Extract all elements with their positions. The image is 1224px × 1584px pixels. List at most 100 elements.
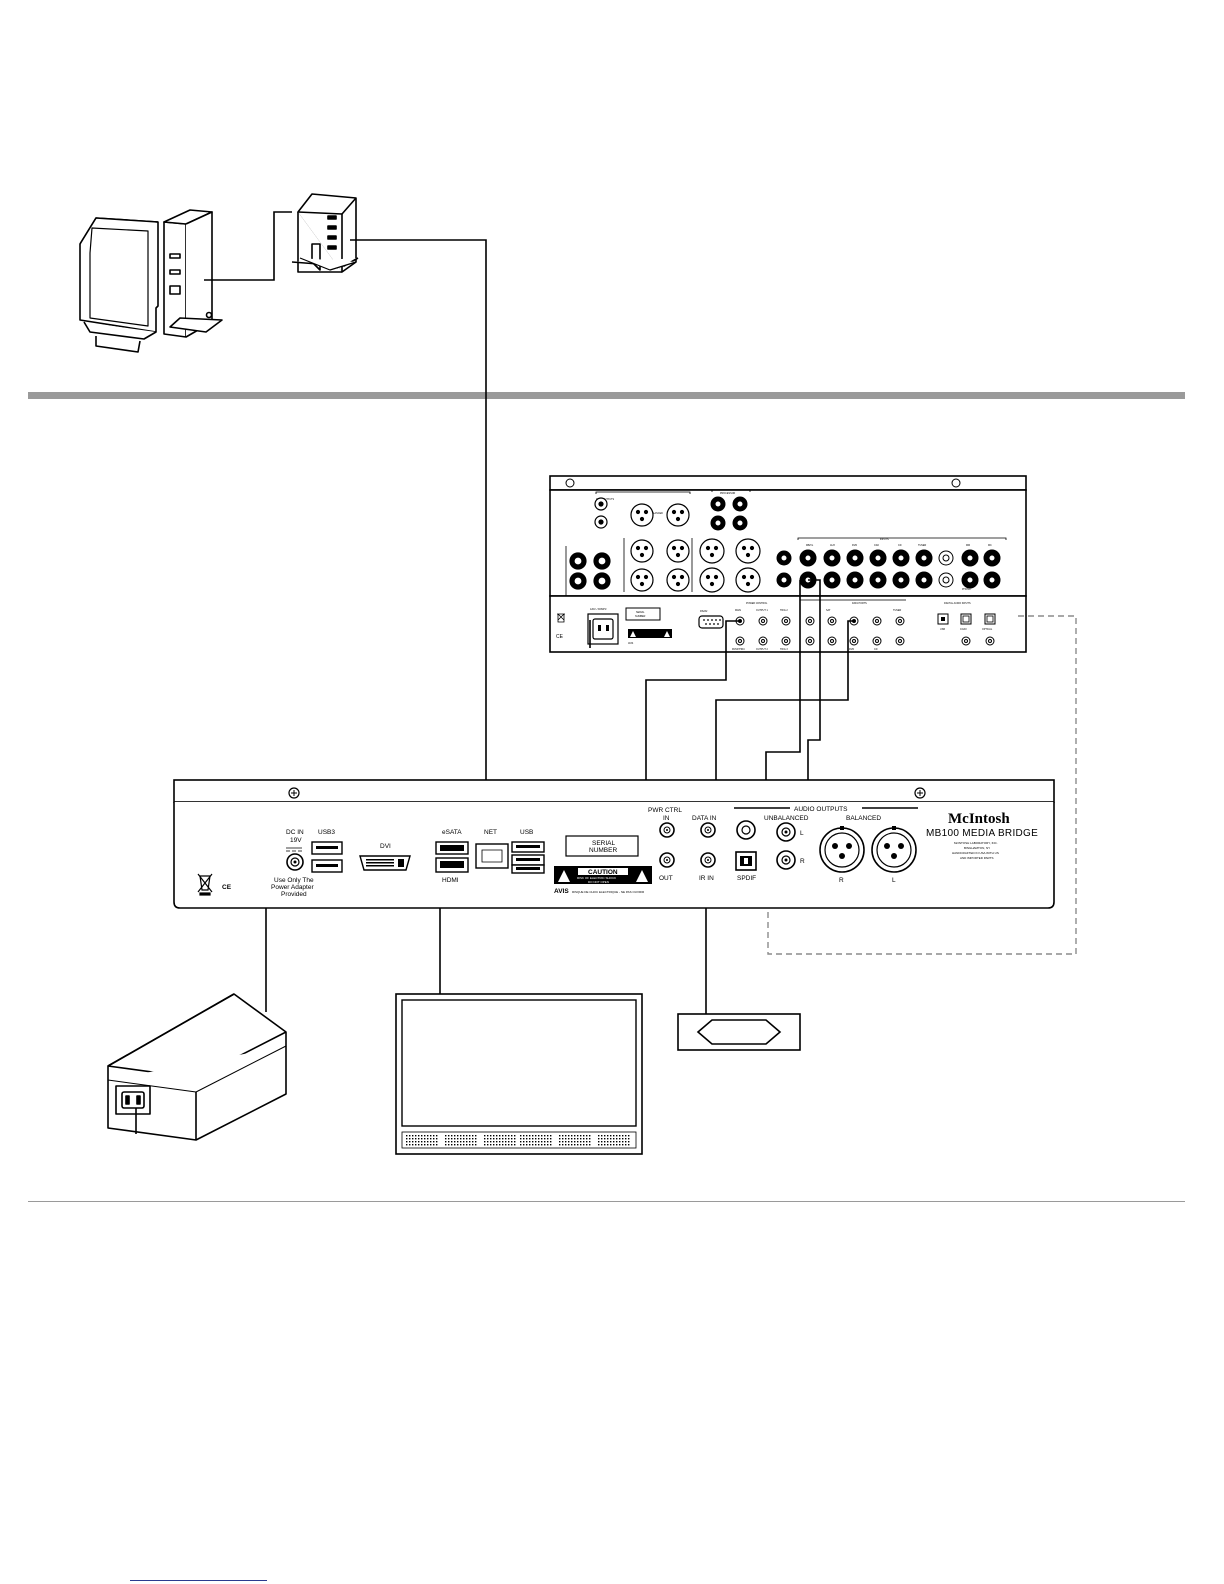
grille-dot [580,1138,582,1140]
preamp-optical-label: OPTICAL [982,628,993,631]
grille-dot [460,1141,462,1143]
grille-dot [535,1144,537,1146]
grille-dot [445,1141,447,1143]
grille-dot [586,1138,588,1140]
grille-dot [412,1138,414,1140]
grille-dot [607,1135,609,1137]
cable-data-port [715,620,854,842]
grille-dot [574,1138,576,1140]
grille-dot [424,1141,426,1143]
grille-dot [562,1144,564,1146]
grille-dot [538,1144,540,1146]
grille-dot [484,1144,486,1146]
maker-line: HANDCRAFTED IN USA WITH US [952,851,999,855]
grille-dot [619,1144,621,1146]
grille-dot [568,1141,570,1143]
grille-dot [487,1144,489,1146]
preamplifier-rear-panel: MAIN OUTPUTS PROCESSOR BALANCED INPUTS P… [549,475,1027,653]
grille-dot [616,1138,618,1140]
router-icon [291,193,359,273]
grille-dot [511,1135,513,1137]
serial-label: NUMBER [589,847,617,854]
grille-dot [475,1141,477,1143]
grille-dot [511,1141,513,1143]
grille-dot [490,1144,492,1146]
grille-dot [628,1144,630,1146]
grille-dot [424,1135,426,1137]
grille-dot [502,1135,504,1137]
net-port[interactable] [475,843,509,869]
grille-dot [535,1135,537,1137]
preamp-trigger-label: PASSTHRU [732,648,745,651]
grille-dot [469,1141,471,1143]
grille-dot [412,1144,414,1146]
grille-dot [586,1144,588,1146]
grille-dot [406,1144,408,1146]
grille-dot [505,1135,507,1137]
grille-dot [511,1144,513,1146]
grille-dot [559,1138,561,1140]
grille-dot [541,1135,543,1137]
serial-number-plate [565,835,639,857]
grille-dot [613,1144,615,1146]
preamp-serial-label: NUMBER [635,615,646,618]
display-speaker-grille [406,1135,630,1146]
balanced-l-label: L [892,877,896,884]
grille-dot [436,1141,438,1143]
ce-mark: CE [222,884,232,891]
grille-dot [457,1141,459,1143]
grille-dot [490,1141,492,1143]
grille-dot [430,1138,432,1140]
grille-dot [598,1135,600,1137]
grille-dot [448,1135,450,1137]
grille-dot [502,1141,504,1143]
grille-dot [418,1141,420,1143]
grille-dot [484,1135,486,1137]
grille-dot [574,1141,576,1143]
power-note-line: Provided [281,891,307,898]
grille-dot [508,1141,510,1143]
grille-dot [619,1138,621,1140]
pwr-ctrl-label: PWR CTRL [648,807,682,814]
grille-dot [601,1144,603,1146]
grille-dot [604,1135,606,1137]
preamp-input-name: MM [966,544,970,547]
grille-dot [415,1138,417,1140]
grille-dot [607,1141,609,1143]
grille-dot [499,1135,501,1137]
grille-dot [460,1144,462,1146]
caution-title: CAUTION [588,869,618,876]
grille-dot [454,1144,456,1146]
brand-logo: McIntosh [948,811,1010,827]
grille-dot [421,1144,423,1146]
pwr-ctrl-in-label: IN [663,815,670,822]
grille-dot [613,1135,615,1137]
grille-dot [580,1135,582,1137]
grille-dot [502,1138,504,1140]
grille-dot [427,1141,429,1143]
grille-dot [616,1144,618,1146]
grille-dot [547,1135,549,1137]
grille-dot [529,1141,531,1143]
grille-dot [487,1141,489,1143]
footer-link-underline[interactable] [130,1580,267,1581]
grille-dot [625,1144,627,1146]
grille-dot [619,1135,621,1137]
preamp-input-name: CD [898,544,902,547]
grille-dot [523,1138,525,1140]
grille-dot [520,1138,522,1140]
grille-dot [607,1144,609,1146]
preamp-input-names: MB/VL AUX DVD CD2 CD TUNER MM MC [806,544,992,547]
preamp-data-label: DVD [849,648,854,651]
grille-dot [538,1141,540,1143]
grille-dot [628,1135,630,1137]
power-adapter-icon [107,993,287,1141]
grille-dot [496,1141,498,1143]
grille-dot [487,1138,489,1140]
grille-dot [472,1138,474,1140]
grille-dot [499,1141,501,1143]
spdif-label: SPDIF [737,875,756,882]
preamp-rs232-label: RS232 [700,610,708,613]
preamp-digital-inputs-label: DIGITAL AUDIO INPUTS [944,602,971,605]
